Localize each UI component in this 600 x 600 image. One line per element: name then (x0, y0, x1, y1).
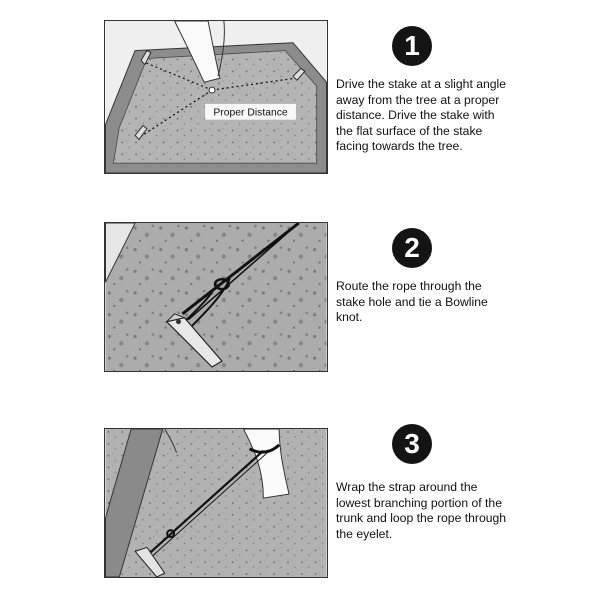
proper-distance-label: Proper Distance (213, 108, 288, 119)
step-3-number-badge: 3 (392, 424, 432, 464)
step-3-instructions: Wrap the strap around the lowest branchi… (336, 480, 507, 541)
step-1-instructions: Drive the stake at a slight angle away f… (336, 77, 507, 154)
step-2-number-badge: 2 (392, 228, 432, 268)
step-2-instructions: Route the rope through the stake hole an… (336, 279, 488, 325)
step-3-illustration (104, 428, 328, 578)
step-1-number-badge: 1 (392, 26, 432, 66)
step-2-illustration (104, 222, 328, 372)
step-1-illustration: Proper Distance (104, 20, 328, 174)
